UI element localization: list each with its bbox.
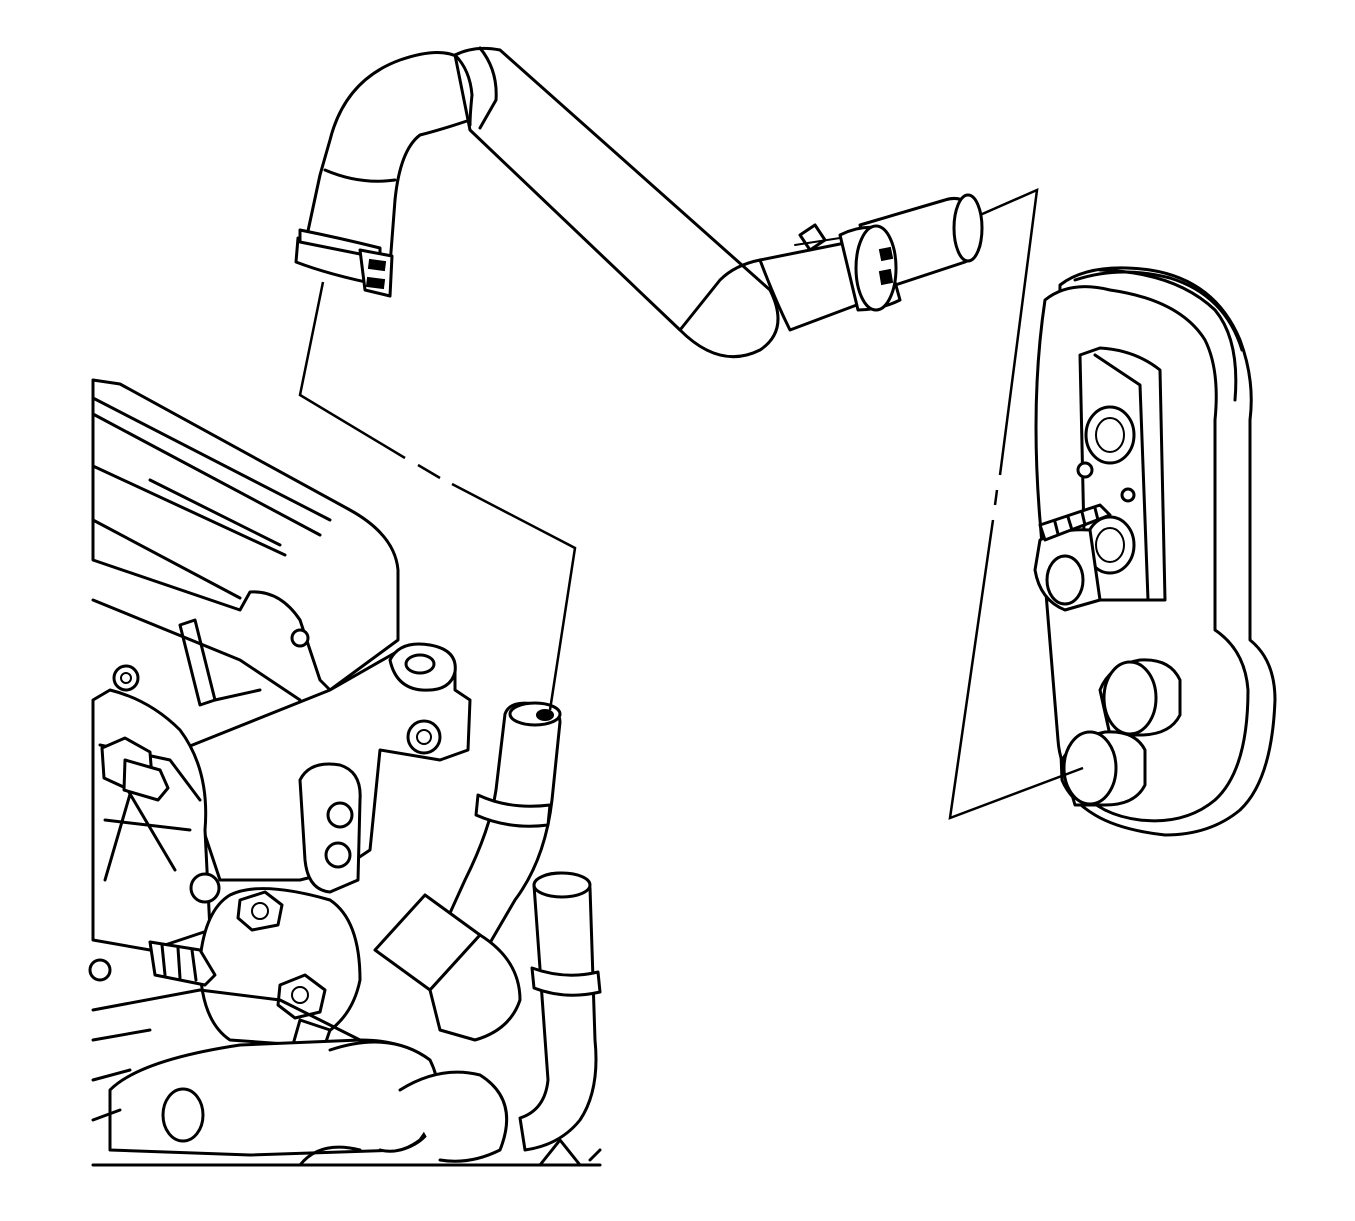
engine-return-pipe [518, 871, 602, 1152]
hose-clamp-core-end [794, 223, 902, 312]
hose-clamp-engine-end [294, 228, 394, 298]
heater-core [1033, 266, 1277, 837]
engine-lower-pipes [91, 988, 602, 1167]
heater-core-outlet-pipe [1060, 658, 1182, 807]
engine-front-bracket [88, 688, 221, 982]
engine-outlet-pipe [373, 701, 562, 1042]
throttle-body [148, 887, 362, 1067]
leader-line-core [948, 187, 1084, 820]
heater-hose [303, 46, 984, 359]
valve-cover [91, 378, 400, 762]
leader-line-engine [298, 281, 577, 711]
engine-assembly [88, 378, 602, 1167]
cylinder-head [178, 618, 472, 894]
